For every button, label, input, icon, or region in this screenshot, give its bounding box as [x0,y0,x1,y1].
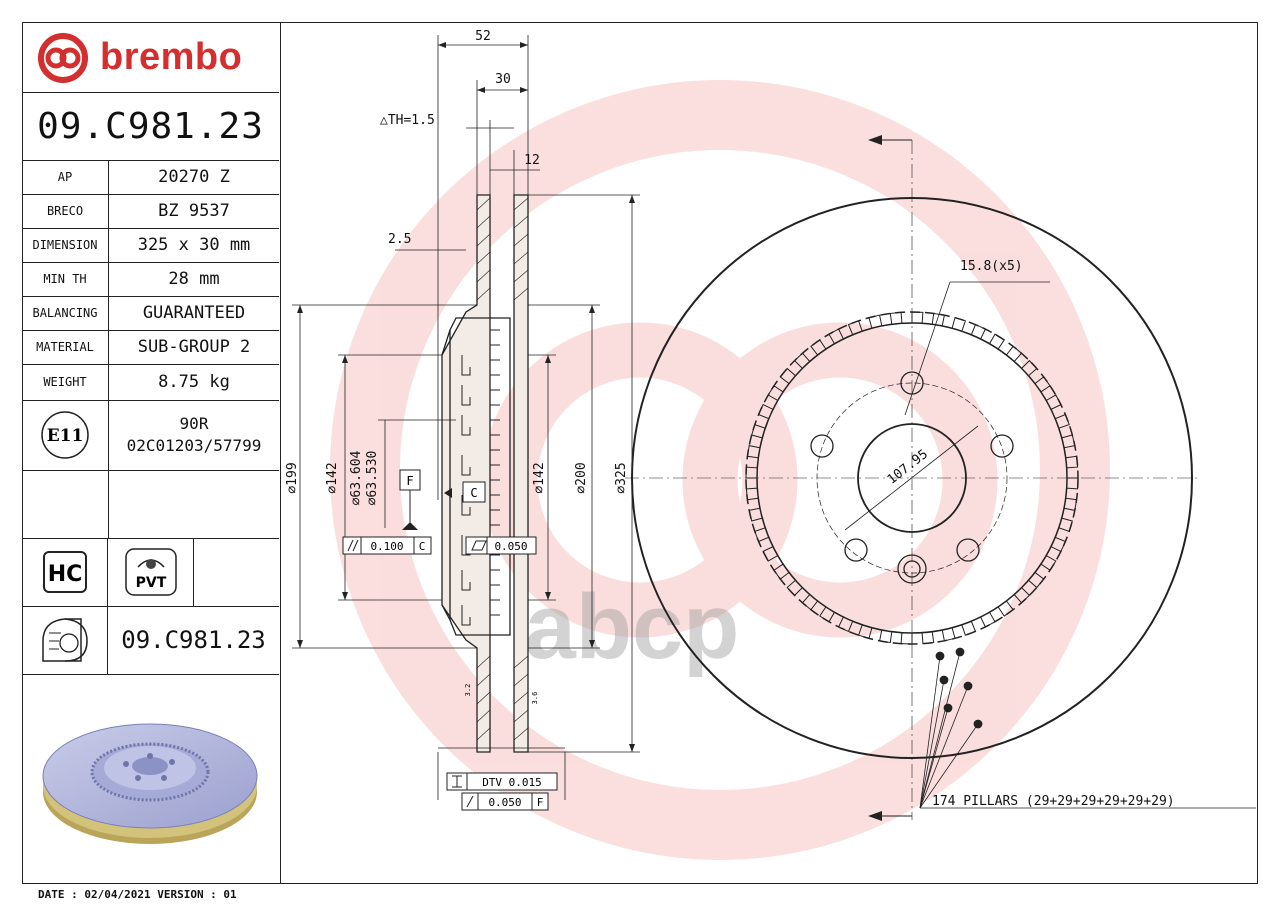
pvt-icon: PVT [124,548,177,596]
part-number: 09.C981.23 [22,92,279,161]
certification-row: E11 90R 02C01203/57799 [22,400,279,471]
dim-142-right: ∅142 [532,462,547,493]
tol-runout-ref: F [537,796,544,809]
dim-holes: 15.8(x5) [960,259,1023,274]
spec-row: MATERIAL SUB-GROUP 2 [22,330,279,365]
spec-value: BZ 9537 [158,201,230,221]
e-mark-icon: E11 [41,411,89,459]
spec-key: MATERIAL [22,330,109,364]
spec-row: MIN TH 28 mm [22,262,279,297]
pvt-badge: PVT [108,538,194,606]
brand-name: brembo [100,36,243,78]
datum-f [399,469,421,522]
spec-value: 8.75 kg [158,372,230,392]
tolerance-frame-flatness [465,536,537,555]
blank-cell [22,470,279,539]
brand-logo: brembo [22,22,279,93]
hc-icon: HC [42,551,87,593]
spec-row: BALANCING GUARANTEED [22,296,279,331]
arrowheads [297,42,635,752]
dim-th: △TH=1.5 [380,113,435,128]
spec-key: MIN TH [22,262,109,296]
disc-render-image [42,723,258,844]
tol-dtv: DTV 0.015 [482,776,542,789]
tol-runout-value: 0.050 [488,796,521,809]
spec-row: BRECO BZ 9537 [22,194,279,229]
front-view [625,139,1200,820]
pillars-label: 174 PILLARS (29+29+29+29+29+29) [932,794,1175,809]
technical-drawing: abcp [285,29,1256,860]
disc-profile-icon [22,606,108,674]
spec-value: SUB-GROUP 2 [137,337,251,357]
dim-30: 30 [495,72,511,87]
tol-parallelism-ref: C [419,540,426,553]
e11-mark: E11 [22,400,109,470]
dim-63-604: ∅63.604 [349,450,364,505]
hc-badge: HC [22,538,108,606]
dim-142-left: ∅142 [325,462,340,493]
surface-finish-a: 3.2 [464,684,472,697]
part-number-row: 09.C981.23 [22,606,279,675]
title-block: brembo 09.C981.23 AP 20270 Z BRECO BZ 95… [22,22,281,884]
dim-52: 52 [475,29,491,44]
spec-key: BRECO [22,194,109,228]
tolerance-frame-runout [461,792,549,811]
disc-render [22,674,279,882]
datum-c-label: C [470,486,477,500]
pillars-callout [919,647,1256,809]
pvt-label: PVT [135,575,166,591]
spec-value: GUARANTEED [142,303,246,323]
tolerance-frame-parallelism [342,536,432,555]
badge-row: HC PVT [22,538,279,607]
tol-parallelism-value: 0.100 [370,540,403,553]
spec-key: WEIGHT [22,364,109,400]
tooth-ring [745,311,1079,645]
spec-row: WEIGHT 8.75 kg [22,364,279,401]
datum-f-label: F [406,474,413,488]
datum-c [462,481,486,503]
dim-325: ∅325 [614,462,629,493]
tolerance-frame-dtv [446,772,558,791]
dim-200: ∅200 [574,462,589,493]
dimension-labels: 52 30 △TH=1.5 12 2.5 ∅199 ∅142 ∅63.604 ∅… [285,29,629,505]
dim-pcd: 107.95 [885,447,931,488]
part-number-bottom: 09.C981.23 [121,626,266,654]
spec-key: BALANCING [22,296,109,330]
spec-value: 28 mm [168,269,220,289]
dim-2-5: 2.5 [388,232,411,247]
dim-63-530: ∅63.530 [365,451,380,506]
spec-value: 325 x 30 mm [137,235,251,255]
spec-key: DIMENSION [22,228,109,262]
surface-finish-b: 3.6 [531,692,539,705]
spec-value: 20270 Z [158,167,230,187]
spec-row: AP 20270 Z [22,160,279,195]
tol-flatness-value: 0.050 [494,540,527,553]
section-view [441,194,529,753]
cert-line-2: 02C01203/57799 [126,436,262,455]
spec-row: DIMENSION 325 x 30 mm [22,228,279,263]
cert-line-1: 90R [179,414,209,433]
date-version: DATE : 02/04/2021 VERSION : 01 [38,888,237,901]
brembo-logo-icon [38,33,88,83]
dim-199: ∅199 [285,462,300,493]
drawing-frame [22,22,1258,884]
spec-key: AP [22,160,109,194]
dim-12: 12 [524,153,540,168]
tooth-ring-path [745,311,1079,645]
e-mark-label: E11 [47,426,84,446]
hc-label: HC [47,562,82,587]
